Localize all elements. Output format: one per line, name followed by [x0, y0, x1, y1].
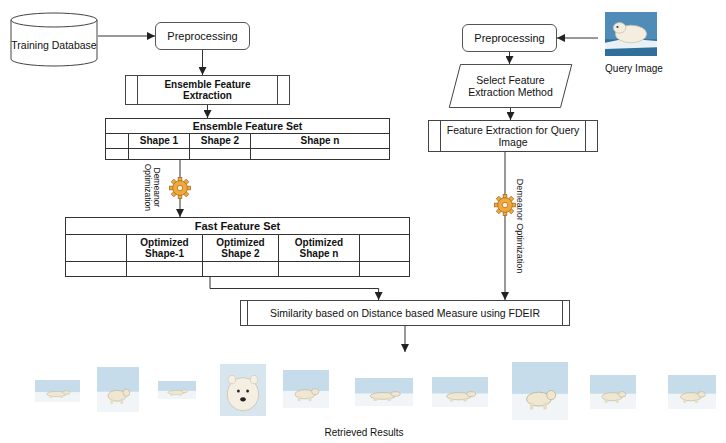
node-text: Select Feature Extraction Method	[464, 74, 557, 98]
table-cell	[66, 235, 126, 261]
feature-table: Ensemble Feature SetShape 1 Shape 2 Shape …	[105, 118, 390, 160]
process-box: Preprocessing	[155, 22, 250, 50]
table-cell	[127, 262, 202, 276]
table-cell	[106, 149, 128, 159]
table-cell-text: Shape n	[301, 135, 340, 147]
table-header: Fast Feature Set	[66, 218, 409, 234]
connector-arrow	[509, 52, 510, 64]
image-caption: Retrieved Results	[325, 427, 404, 439]
connector-arrow	[505, 152, 506, 300]
image-caption: Query Image	[605, 63, 663, 75]
table-cell	[360, 262, 409, 276]
image-node: Retrieved Results	[8, 352, 720, 438]
node-text: Preprocessing	[167, 30, 237, 43]
connector-arrow	[202, 50, 203, 75]
connector-arrow	[98, 36, 155, 37]
node-text: Similarity based on Distance based Measu…	[270, 307, 540, 319]
table-cell: Shape n	[251, 134, 389, 148]
process-box: Ensemble Feature Extraction	[125, 75, 290, 105]
database-cylinder: Training Database	[10, 12, 98, 67]
table-cell-text: Optimized Shape-1	[129, 237, 200, 260]
process-bar	[137, 76, 138, 104]
table-cell	[129, 149, 189, 159]
table-cell: Shape 1	[129, 134, 189, 148]
table-cell: Optimized Shape 2	[203, 235, 278, 261]
connector-arrow	[210, 277, 379, 300]
rotated-label: Demeanor Optimization	[514, 179, 524, 274]
io-parallelogram: Select Feature Extraction Method	[448, 64, 573, 108]
table-cell	[251, 149, 389, 159]
process-bar	[440, 121, 441, 151]
table-header: Ensemble Feature Set	[106, 119, 389, 133]
process-bar	[562, 301, 563, 325]
table-cell	[66, 262, 126, 276]
table-cell-text: Shape 2	[201, 135, 239, 147]
process-bar	[585, 121, 586, 151]
process-box: Preprocessing	[462, 24, 557, 52]
gear-icon	[169, 177, 190, 198]
node-text: Feature Extraction for Query Image	[445, 124, 581, 148]
connector-arrow	[557, 38, 598, 39]
table-title: Ensemble Feature Set	[193, 120, 303, 132]
query-photo	[605, 12, 657, 56]
feature-table: Fast Feature SetOptimized Shape-1Optimiz…	[65, 217, 410, 277]
connector-arrow	[207, 105, 208, 118]
image-node: Query Image	[598, 10, 670, 74]
rotated-label: Demeanor Optimization	[143, 161, 162, 213]
process-bar	[247, 301, 248, 325]
process-box: Similarity based on Distance based Measu…	[240, 300, 570, 326]
table-cell	[360, 235, 409, 261]
node-text: Ensemble Feature Extraction	[142, 79, 273, 102]
table-cell	[279, 262, 359, 276]
connector-arrow	[405, 326, 406, 352]
table-cell-text: Shape 1	[140, 135, 178, 147]
table-cell-text: Optimized Shape n	[281, 237, 357, 260]
table-cell: Shape 2	[190, 134, 250, 148]
table-cell: Optimized Shape-1	[127, 235, 202, 261]
table-cell: Optimized Shape n	[279, 235, 359, 261]
gear-icon	[494, 194, 515, 215]
table-cell	[190, 149, 250, 159]
connector-arrow	[510, 108, 511, 120]
process-bar	[277, 76, 278, 104]
table-cell-text: Optimized Shape 2	[205, 237, 276, 260]
node-text: Preprocessing	[474, 32, 544, 45]
table-cell	[203, 262, 278, 276]
table-cell	[106, 134, 128, 148]
result-thumbnails	[35, 362, 716, 420]
process-box: Feature Extraction for Query Image	[428, 120, 598, 152]
table-title: Fast Feature Set	[195, 220, 281, 233]
node-text: Training Database	[11, 39, 96, 51]
